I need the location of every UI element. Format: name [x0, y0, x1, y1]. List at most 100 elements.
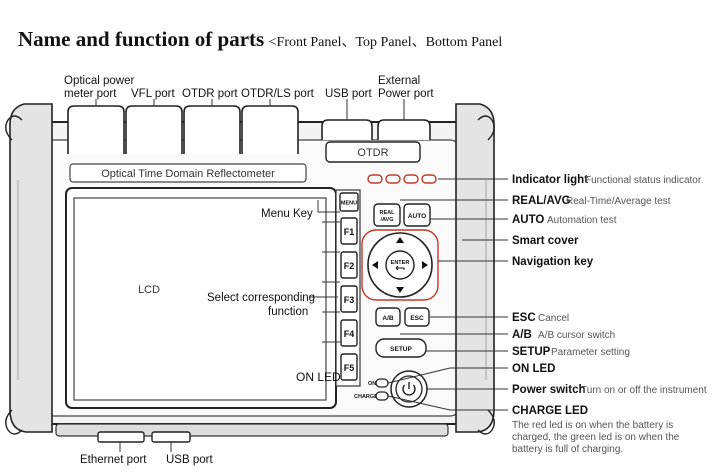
label-indicator: Indicator light — [512, 174, 588, 186]
desc-auto: Automation test — [547, 215, 617, 226]
label-vfl: VFL port — [131, 88, 175, 100]
real-avg-key[interactable] — [373, 203, 401, 227]
label-nav: Navigation key — [512, 256, 594, 268]
desc-esc: Cancel — [538, 313, 569, 324]
f3-key-text: F3 — [344, 295, 355, 305]
label-ethernet: Ethernet port — [80, 454, 147, 466]
on-led-text: ON — [368, 381, 376, 387]
lcd-label: LCD — [138, 284, 160, 296]
panel-label-plate — [69, 163, 307, 183]
desc-indicator: Functional status indicator — [585, 175, 702, 186]
external-power-port — [377, 119, 431, 140]
right-labels: Indicator light Functional status indica… — [512, 174, 707, 455]
top-labels: Optical power meter port VFL port OTDR p… — [64, 75, 434, 100]
arrow-up-icon — [396, 237, 404, 243]
title-sub: <Front Panel、Top Panel、Bottom Panel — [268, 35, 503, 50]
label-ext-power-2: Power port — [378, 88, 434, 100]
label-select-2: function — [268, 306, 308, 318]
real-avg-key-text-2: /AVG — [380, 217, 393, 223]
label-ext-power-1: External — [378, 75, 420, 87]
f4-key-text: F4 — [344, 329, 355, 339]
desc-setup: Parameter setting — [551, 347, 630, 358]
charge-led — [375, 391, 389, 401]
desc-charge-3: battery is full of charging. — [512, 444, 623, 455]
arrow-left-icon — [372, 261, 378, 269]
navigation-pad: ENTER — [361, 229, 439, 301]
title-main: Name and function of parts — [18, 27, 265, 51]
smart-cover-outline — [361, 229, 439, 301]
desc-charge-1: The red led is on when the battery is — [512, 420, 673, 431]
f4-key[interactable] — [340, 319, 358, 347]
label-optical-power-1: Optical power — [64, 75, 134, 87]
f-keys: F1 F2 F3 F4 F5 — [340, 217, 358, 381]
bottom-ports — [97, 431, 191, 443]
esc-key[interactable] — [404, 307, 430, 327]
setup-key-text: SETUP — [390, 346, 412, 353]
label-auto: AUTO — [512, 214, 544, 226]
enter-key[interactable] — [385, 250, 415, 280]
desc-ab: A/B cursor switch — [538, 330, 615, 341]
right-bumper — [455, 103, 495, 433]
label-ab: A/B — [512, 329, 532, 341]
vfl-port — [125, 105, 183, 154]
label-optical-power-2: meter port — [64, 88, 117, 100]
label-on-led-left: ON LED — [296, 370, 341, 384]
auto-key-text: AUTO — [408, 213, 426, 220]
desc-charge-2: charged, the green led is on when the — [512, 432, 680, 443]
otdr-badge-text: OTDR — [357, 147, 388, 159]
lcd-screen — [73, 197, 327, 401]
label-esc: ESC — [512, 312, 536, 324]
on-led — [375, 378, 389, 388]
f5-key-text: F5 — [344, 363, 355, 373]
enter-arrow-icon — [395, 265, 405, 271]
real-avg-key-text-1: REAL — [380, 210, 396, 216]
f3-key[interactable] — [340, 285, 358, 313]
label-power: Power switch — [512, 384, 586, 396]
label-select-1: Select corresponding — [207, 292, 315, 304]
label-otdr-ls: OTDR/LS port — [241, 88, 315, 100]
panel-label: Optical Time Domain Reflectometer — [101, 168, 275, 180]
setup-key[interactable] — [375, 338, 427, 358]
ab-key[interactable] — [375, 307, 401, 327]
desc-power: Turn on or off the instrument — [581, 385, 707, 396]
f1-key-text: F1 — [344, 227, 355, 237]
f2-key-text: F2 — [344, 261, 355, 271]
left-labels: Menu Key Select corresponding function O… — [207, 208, 341, 384]
charge-led-text: CHARGE — [354, 394, 378, 400]
ethernet-port — [97, 431, 145, 443]
f1-key[interactable] — [340, 217, 358, 245]
usb-port-top — [321, 119, 373, 140]
f5-key[interactable] — [340, 353, 358, 381]
label-usb-bottom: USB port — [166, 454, 213, 466]
otdr-ls-port — [241, 105, 299, 154]
otdr-badge — [325, 141, 421, 163]
usb-port-bottom — [151, 431, 191, 443]
optical-power-meter-port — [67, 105, 125, 154]
power-icon — [402, 384, 416, 396]
arrow-down-icon — [396, 287, 404, 293]
indicator-lights — [367, 174, 437, 184]
label-otdr: OTDR port — [182, 88, 238, 100]
menu-key[interactable] — [339, 192, 359, 212]
label-usb-top: USB port — [325, 88, 372, 100]
leader-lines — [95, 99, 508, 452]
otdr-port — [183, 105, 241, 154]
esc-key-text: ESC — [410, 315, 424, 322]
bottom-labels: Ethernet port USB port — [80, 454, 213, 466]
label-on-led: ON LED — [512, 363, 555, 375]
f2-key[interactable] — [340, 251, 358, 279]
left-bumper — [9, 103, 53, 433]
ab-key-text: A/B — [382, 315, 394, 322]
label-smart-cover: Smart cover — [512, 235, 579, 247]
auto-key[interactable] — [403, 203, 431, 227]
page-title: Name and function of parts <Front Panel、… — [18, 27, 502, 52]
label-menu-key: Menu Key — [261, 208, 313, 220]
label-charge: CHARGE LED — [512, 405, 588, 417]
label-setup: SETUP — [512, 346, 551, 358]
enter-key-text: ENTER — [391, 260, 410, 266]
arrow-right-icon — [422, 261, 428, 269]
menu-key-text: MENU — [341, 201, 357, 207]
label-real-avg: REAL/AVG — [512, 195, 571, 207]
